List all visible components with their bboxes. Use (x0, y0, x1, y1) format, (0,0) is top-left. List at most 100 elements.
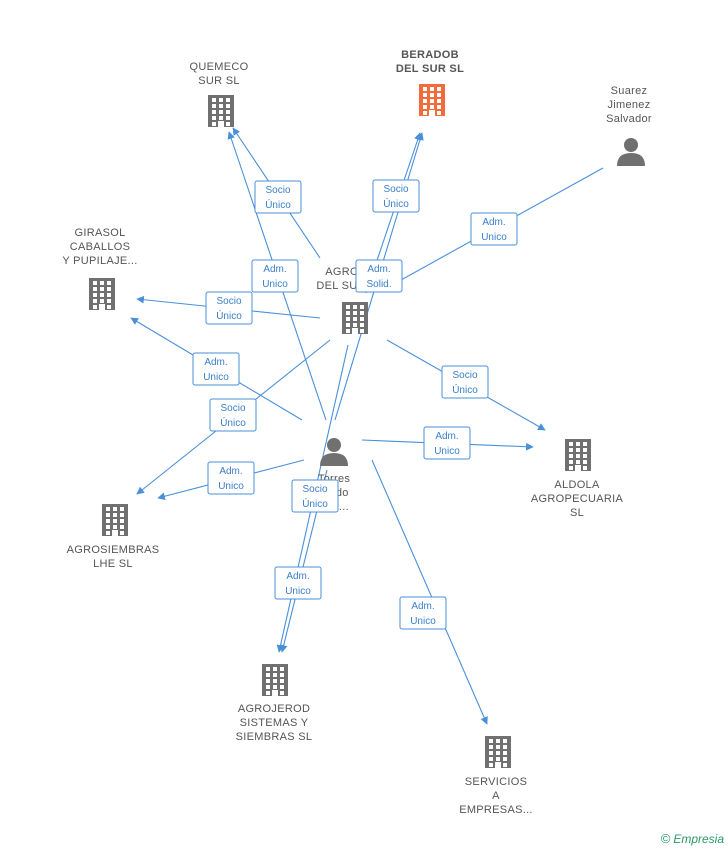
node-label: AGRO (325, 266, 359, 278)
edge-labels-layer: SocioÚnicoAdm.UnicoSocioÚnicoAdm.Solid.A… (192, 179, 518, 630)
edge-label-text: Socio (452, 370, 477, 381)
edge-label-text: Adm. (263, 264, 286, 275)
edge-label-text: Unico (410, 616, 436, 627)
node-aldola[interactable]: ALDOLA AGROPECUARIA SL (531, 439, 624, 519)
edge-label-box (423, 426, 471, 460)
edge-label-text: Unico (218, 481, 244, 492)
node-label: A (492, 790, 500, 802)
edge-label-torres-to-agrosiembras[interactable]: Adm. Unico (207, 461, 255, 495)
node-label: GIRASOL (74, 227, 125, 239)
building-icon (102, 504, 128, 536)
edge-label-text: Único (220, 416, 246, 429)
building-icon (208, 95, 234, 127)
edge-label-torres-to-beradob[interactable]: Adm. Solid. (355, 259, 403, 293)
node-agrosiembras[interactable]: AGROSIEMBRAS LHE SL (67, 504, 160, 570)
node-label: SERVICIOS (465, 776, 527, 788)
edge-label-torres-to-quemeco[interactable]: Adm. Unico (251, 259, 299, 293)
node-label: ALDOLA (554, 479, 600, 491)
node-label: SIEMBRAS SL (236, 731, 313, 743)
edge-label-text: Socio (265, 185, 290, 196)
node-label: CABALLOS (70, 241, 130, 253)
building-icon (262, 664, 288, 696)
node-quemeco[interactable]: QUEMECO SUR SL (190, 61, 249, 127)
node-label: LHE SL (93, 558, 133, 570)
edge-label-text: Socio (216, 296, 241, 307)
edge-label-torres-to-girasol[interactable]: Adm. Unico (192, 352, 240, 386)
building-icon (342, 302, 368, 334)
node-agrodelsur[interactable]: AGRO DEL SU... (316, 266, 368, 334)
edge-label-box (441, 365, 489, 399)
edges-layer (130, 127, 604, 725)
edge-label-box (192, 352, 240, 386)
edge-label-torres-to-aldola[interactable]: Adm. Unico (423, 426, 471, 460)
footer-brand[interactable]: ©Empresia (661, 831, 724, 846)
node-label: SUR SL (198, 75, 240, 87)
edge-label-box (207, 461, 255, 495)
edge-label-box (209, 398, 257, 432)
edge-label-text: Unico (434, 446, 460, 457)
edge-torres-to-servicios (371, 459, 488, 725)
edge-label-text: Adm. (204, 357, 227, 368)
edge-label-text: Unico (481, 232, 507, 243)
edge-label-text: Único (216, 309, 242, 322)
edge-label-text: Adm. (482, 217, 505, 228)
edge-label-suarez-to-agrodelsur[interactable]: Adm. Unico (470, 212, 518, 246)
edge-label-box (291, 479, 339, 513)
copyright-icon: © (660, 831, 671, 846)
node-label: SL (570, 507, 584, 519)
edge-label-text: Único (265, 198, 291, 211)
edge-label-text: Socio (383, 184, 408, 195)
node-agrojerod[interactable]: AGROJEROD SISTEMAS Y SIEMBRAS SL (236, 664, 313, 743)
node-label: EMPRESAS... (459, 804, 533, 816)
node-girasol[interactable]: GIRASOL CABALLOS Y PUPILAJE... (62, 227, 137, 310)
node-label: Suarez (611, 85, 648, 97)
edge-label-box (251, 259, 299, 293)
edge-label-box (274, 566, 322, 600)
edge-label-text: Único (302, 497, 328, 510)
edge-label-text: Unico (262, 279, 288, 290)
node-label: QUEMECO (190, 61, 249, 73)
node-label: Jimenez (607, 99, 650, 111)
edge-label-text: Adm. (367, 264, 390, 275)
edge-label-text: Adm. (411, 601, 434, 612)
edge-label-text: Adm. (435, 431, 458, 442)
edge-label-torres-to-servicios[interactable]: Adm. Unico (399, 596, 447, 630)
edge-label-box (470, 212, 518, 246)
node-label: SISTEMAS Y (240, 717, 309, 729)
edge-label-box (254, 180, 302, 214)
edge-label-text: Unico (203, 372, 229, 383)
node-servicios[interactable]: SERVICIOS A EMPRESAS... (459, 736, 533, 816)
edge-label-text: Adm. (219, 466, 242, 477)
node-label: AGROPECUARIA (531, 493, 624, 505)
node-label: AGROSIEMBRAS (67, 544, 160, 556)
edge-label-text: Único (383, 197, 409, 210)
edge-label-text: Solid. (366, 279, 391, 290)
building-icon (485, 736, 511, 768)
building-icon (419, 84, 445, 116)
node-label: DEL SU... (316, 280, 367, 292)
building-icon (89, 278, 115, 310)
edge-label-torres-to-agrojerod[interactable]: Adm.Unico (274, 566, 322, 600)
edge-label-box (399, 596, 447, 630)
edge-label-box (372, 179, 420, 213)
node-label: DEL SUR SL (396, 63, 464, 75)
node-label: Salvador (606, 113, 652, 125)
brand-name: Empresia (673, 832, 724, 846)
edge-label-text: Único (452, 383, 478, 396)
node-label: Y PUPILAJE... (62, 255, 137, 267)
edge-label-text: Unico (285, 586, 311, 597)
building-icon (565, 439, 591, 471)
edge-label-box (205, 291, 253, 325)
edge-label-text: Socio (302, 484, 327, 495)
node-label: AGROJEROD (238, 703, 310, 715)
